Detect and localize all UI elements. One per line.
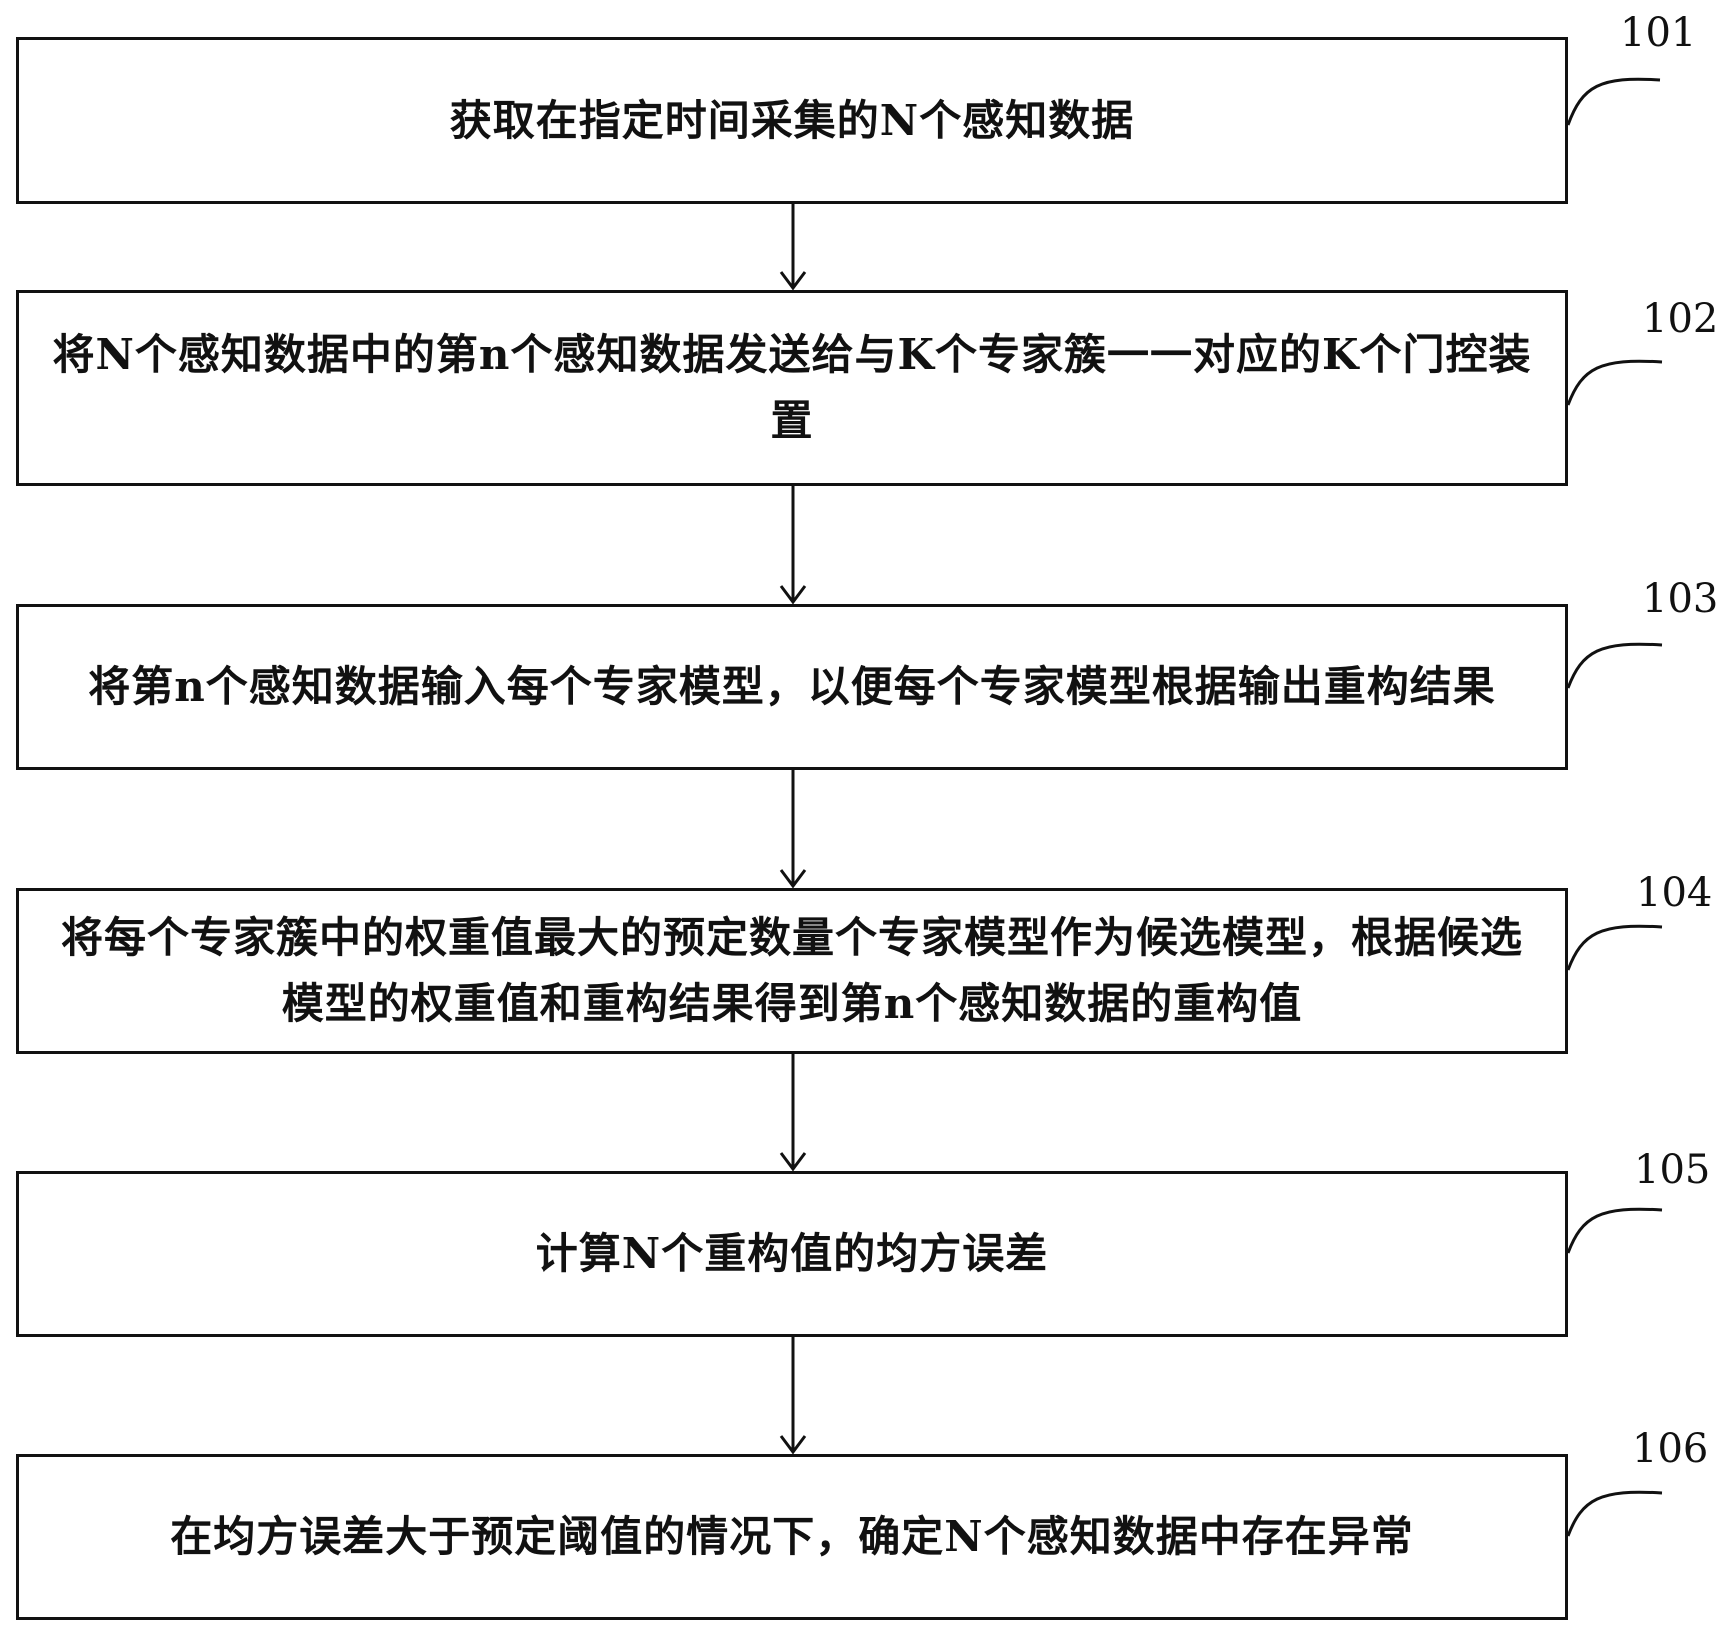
step-box-105: 计算N个重构值的均方误差	[16, 1171, 1568, 1337]
step-text-102: 将N个感知数据中的第n个感知数据发送给与K个专家簇一一对应的K个门控装置	[52, 330, 1532, 445]
leader-line-103	[1566, 642, 1663, 689]
leader-line-102	[1566, 359, 1663, 406]
step-box-101: 获取在指定时间采集的N个感知数据	[16, 37, 1568, 204]
leader-line-104	[1566, 924, 1663, 971]
step-label-101: 101	[1620, 10, 1697, 56]
step-label-105: 105	[1634, 1147, 1711, 1193]
step-text-101: 获取在指定时间采集的N个感知数据	[449, 95, 1135, 145]
arrow-102-103	[779, 486, 807, 605]
step-box-106: 在均方误差大于预定阈值的情况下，确定N个感知数据中存在异常	[16, 1454, 1568, 1620]
step-text-105: 计算N个重构值的均方误差	[535, 1229, 1049, 1278]
leader-line-105	[1566, 1207, 1663, 1254]
step-label-103: 103	[1642, 576, 1719, 622]
step-label-106: 106	[1632, 1426, 1709, 1472]
step-label-104: 104	[1636, 870, 1713, 916]
step-box-102: 将N个感知数据中的第n个感知数据发送给与K个专家簇一一对应的K个门控装置	[16, 290, 1568, 486]
leader-line-106	[1566, 1490, 1663, 1537]
step-text-104: 将每个专家簇中的权重值最大的预定数量个专家模型作为候选模型，根据候选模型的权重值…	[60, 913, 1523, 1028]
step-text-106: 在均方误差大于预定阈值的情况下，确定N个感知数据中存在异常	[170, 1512, 1414, 1561]
leader-line-101	[1566, 77, 1661, 126]
arrow-105-106	[779, 1337, 807, 1455]
step-box-103: 将第n个感知数据输入每个专家模型，以便每个专家模型根据输出重构结果	[16, 604, 1568, 770]
step-text-103: 将第n个感知数据输入每个专家模型，以便每个专家模型根据输出重构结果	[88, 662, 1496, 711]
arrow-103-104	[779, 770, 807, 889]
arrow-104-105	[779, 1054, 807, 1172]
step-box-104: 将每个专家簇中的权重值最大的预定数量个专家模型作为候选模型，根据候选模型的权重值…	[16, 888, 1568, 1054]
step-label-102: 102	[1642, 296, 1719, 342]
arrow-101-102	[779, 204, 807, 291]
